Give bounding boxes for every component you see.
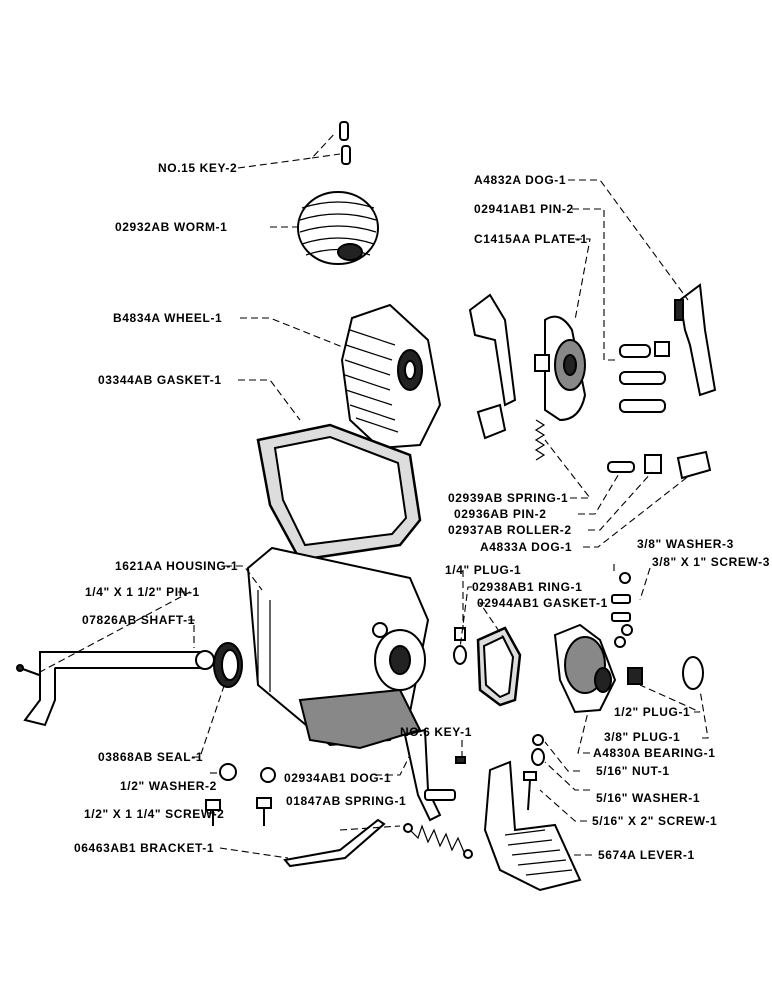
plug-ring-part (453, 627, 467, 665)
label-wheel: B4834A WHEEL-1 (113, 311, 222, 325)
label-roller: 02937AB ROLLER-2 (448, 523, 572, 537)
label-ring: 02938AB1 RING-1 (472, 580, 582, 594)
label-washer-516: 5/16" WASHER-1 (596, 791, 700, 805)
label-nut-516: 5/16" NUT-1 (596, 764, 670, 778)
dog-a4832-part (674, 283, 717, 397)
wheel-part (340, 303, 442, 450)
plugs-part (627, 656, 704, 690)
label-plug-quarter: 1/4" PLUG-1 (445, 563, 521, 577)
label-screw-516: 5/16" X 2" SCREW-1 (592, 814, 717, 828)
leader-lines (39, 131, 709, 859)
spring-02939-part (534, 419, 546, 461)
pin-roller-dog-part (607, 450, 712, 480)
label-seal: 03868AB SEAL-1 (98, 750, 203, 764)
label-shaft: 07826AB SHAFT-1 (82, 613, 195, 627)
label-bracket: 06463AB1 BRACKET-1 (74, 841, 214, 855)
worm-part (297, 191, 379, 265)
pin-quarter-part (16, 664, 43, 677)
dog-left-part (468, 293, 517, 440)
label-dog-a4833: A4833A DOG-1 (480, 540, 572, 554)
label-bearing: A4830A BEARING-1 (593, 746, 716, 760)
label-gasket-02944: 02944AB1 GASKET-1 (477, 596, 608, 610)
label-gasket-03344: 03344AB GASKET-1 (98, 373, 222, 387)
label-screw-38: 3/8" X 1" SCREW-3 (652, 555, 770, 569)
gasket-02944-part (476, 626, 522, 707)
label-pin-02936: 02936AB PIN-2 (454, 507, 547, 521)
label-key-no6: NO.6 KEY-1 (400, 725, 472, 739)
label-worm: 02932AB WORM-1 (115, 220, 227, 234)
label-plate: C1415AA PLATE-1 (474, 232, 588, 246)
gasket-03344-part (256, 423, 422, 562)
label-spring-02939: 02939AB SPRING-1 (448, 491, 568, 505)
label-spring-01847: 01847AB SPRING-1 (286, 794, 406, 808)
label-housing: 1621AA HOUSING-1 (115, 559, 238, 573)
label-dog-02934: 02934AB1 DOG-1 (284, 771, 391, 785)
housing-part (246, 546, 430, 750)
label-washer-half: 1/2" WASHER-2 (120, 779, 217, 793)
plate-part (534, 315, 587, 422)
dog-02934-part (403, 728, 466, 822)
lever-part (483, 760, 582, 892)
seal-part (213, 642, 243, 688)
label-lever: 5674A LEVER-1 (598, 848, 695, 862)
label-dog-a4832: A4832A DOG-1 (474, 173, 566, 187)
bearing-part (553, 623, 617, 714)
label-key-no15: NO.15 KEY-2 (158, 161, 237, 175)
label-plug-38: 3/8" PLUG-1 (604, 730, 680, 744)
bracket-part (283, 818, 386, 868)
label-pin-quarter: 1/4" X 1 1/2" PIN-1 (85, 585, 200, 599)
shaft-part (23, 650, 215, 727)
label-plug-half: 1/2" PLUG-1 (614, 705, 690, 719)
pins-02941-part (619, 341, 670, 413)
spring-01847-part (403, 823, 473, 859)
washers-screws-38-part (611, 572, 633, 648)
label-screw-half: 1/2" X 1 1/4" SCREW-2 (84, 807, 224, 821)
label-washer-38: 3/8" WASHER-3 (637, 537, 734, 551)
fasteners-516-part (523, 734, 545, 811)
key-no15-part (339, 121, 351, 165)
fasteners-12-part (205, 763, 276, 826)
label-pin-02941: 02941AB1 PIN-2 (474, 202, 574, 216)
